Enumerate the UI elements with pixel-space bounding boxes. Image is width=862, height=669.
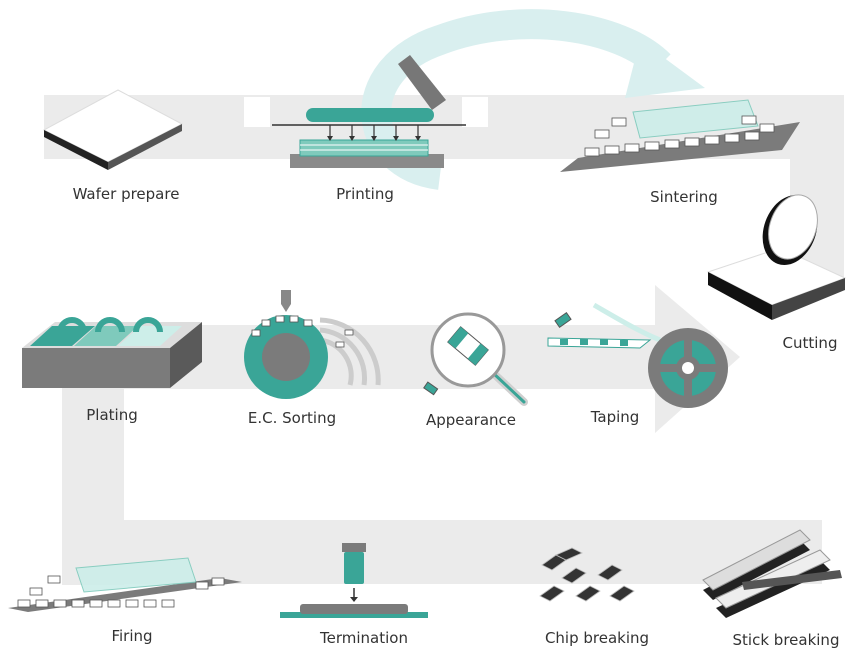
plating-icon xyxy=(22,317,202,388)
stick-breaking-icon xyxy=(702,529,842,618)
label-stick-breaking: Stick breaking xyxy=(732,631,840,649)
label-wafer-prepare: Wafer prepare xyxy=(72,185,180,203)
label-ec-sorting: E.C. Sorting xyxy=(247,409,337,427)
taping-icon xyxy=(547,302,728,408)
cutting-icon xyxy=(706,194,847,320)
label-firing: Firing xyxy=(111,627,153,645)
chip-breaking-icon xyxy=(539,547,635,602)
label-plating: Plating xyxy=(86,406,138,424)
ec-sorting-icon xyxy=(244,290,381,399)
label-termination: Termination xyxy=(320,629,408,647)
termination-icon xyxy=(280,543,428,618)
sintering-icon xyxy=(560,99,800,172)
label-appearance: Appearance xyxy=(425,411,517,429)
printing-icon xyxy=(244,55,488,168)
label-printing: Printing xyxy=(336,185,394,203)
firing-icon xyxy=(8,557,242,612)
label-cutting: Cutting xyxy=(782,334,838,352)
appearance-icon xyxy=(423,312,528,406)
label-chip-breaking: Chip breaking xyxy=(544,629,650,647)
label-sintering: Sintering xyxy=(650,188,718,206)
wafer-prepare-icon xyxy=(42,89,184,170)
label-taping: Taping xyxy=(590,408,640,426)
